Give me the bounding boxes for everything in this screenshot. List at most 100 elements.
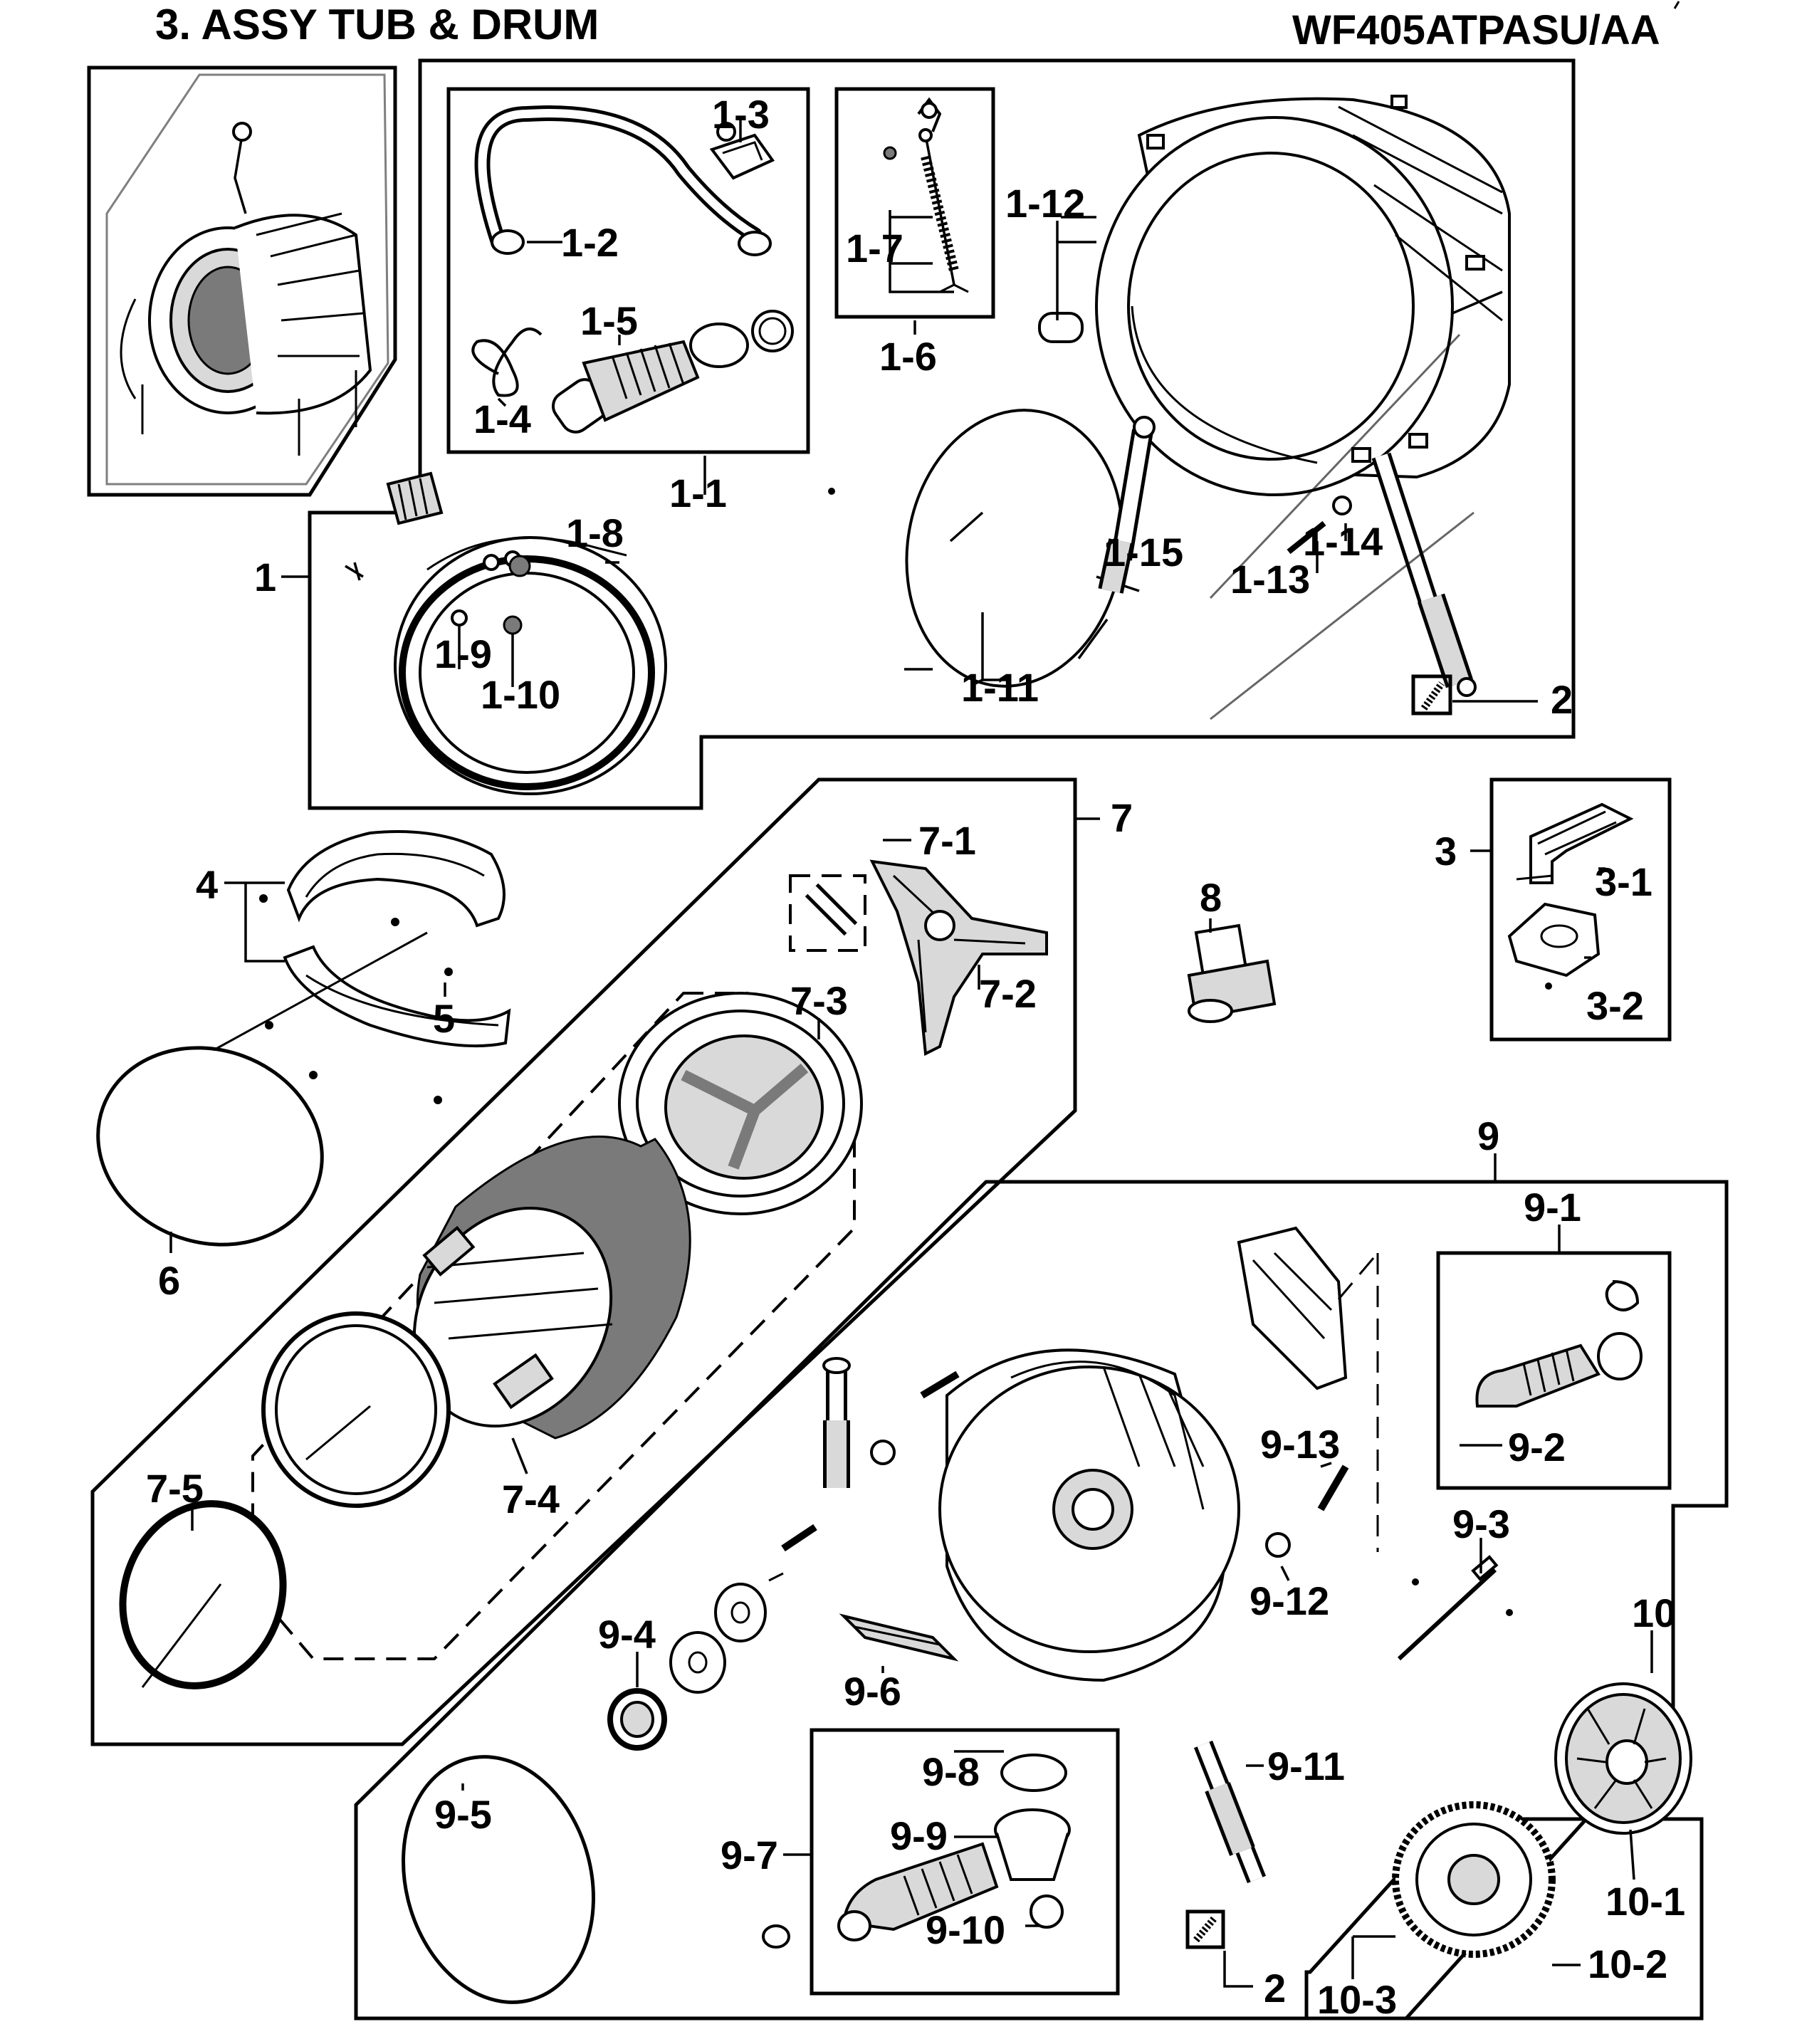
tub-back-gasket-1-11 [828,409,1124,688]
water-level-sensor-8 [1187,923,1277,1023]
heater-3-1 [1516,802,1634,884]
label-1-15: 1-15 [1104,530,1183,575]
label-7-1: 7-1 [918,818,976,863]
bolt-small-1 [345,562,364,581]
balancer-bottom-4 [283,945,511,1048]
damper-9-left [822,1357,851,1488]
label-9-12: 9-12 [1250,1578,1329,1623]
filter-housing-9-9 [994,1808,1071,1881]
washer-1-14 [1332,496,1352,515]
screw-1-9 [451,609,468,627]
heater-cover-3-2 [1507,902,1601,990]
stator-10-2 [1392,1801,1556,1958]
washer-9-12 [1265,1532,1291,1558]
label-1-4: 1-4 [473,397,531,441]
label-10-1: 10-1 [1605,1879,1685,1924]
damper-9-11 [1193,1740,1267,1884]
assembled-tub-preview [87,65,397,497]
label-7: 7 [1111,795,1133,840]
label-1-11: 1-11 [961,665,1039,710]
label-1: 1 [254,555,276,599]
label-1-5: 1-5 [580,298,638,343]
connector-1 [386,471,444,525]
label-1-3: 1-3 [712,92,770,137]
label-1-13: 1-13 [1230,557,1310,602]
label-7-5: 7-5 [146,1466,204,1511]
hose-9-1 [1475,1280,1643,1408]
label-9-5: 9-5 [434,1792,492,1837]
label-8: 8 [1200,875,1222,920]
group-1-1-box [446,87,810,454]
label-9-4: 9-4 [598,1612,656,1657]
bolt-1-13 [1287,520,1326,555]
hose-clamp-1-3 [709,122,775,180]
label-9-6: 9-6 [844,1669,901,1714]
ring-7-5 [119,1500,287,1689]
rotor-10-1 [1554,1682,1692,1835]
bracket-9-6 [839,1613,959,1662]
spring-2-top [1411,674,1452,716]
group-9-7-box [810,1728,1120,1996]
gasket-9-5 [402,1755,595,2004]
label-1-12: 1-12 [1005,181,1085,226]
label-1-9: 1-9 [434,631,492,676]
label-1-1: 1-1 [669,471,727,515]
label-7-4: 7-4 [502,1477,560,1521]
bellows-hose-1-5 [551,310,794,434]
bearing-spacers [669,1583,767,1694]
group-9-1-box [1436,1251,1672,1490]
drain-hose-part [474,105,772,256]
tick-mark [1673,1,1680,9]
shaft-box-7-1 [789,874,866,952]
flange-7-2 [869,859,1048,1057]
pump-hose-9-7 [762,1842,999,1949]
label-9-11: 9-11 [1267,1744,1345,1788]
label-5: 5 [433,996,455,1041]
label-9-7: 9-7 [721,1833,778,1877]
label-2-top: 2 [1551,677,1573,722]
clamp-9-10 [1030,1894,1064,1929]
label-10-2: 10-2 [1588,1941,1667,1986]
clip-spring-1-4 [471,327,543,397]
group-7-outline [90,777,1077,1746]
label-4: 4 [196,862,218,907]
guide-lines-1 [1209,333,1474,720]
spring-2-bottom [1185,1909,1225,1949]
label-9-2: 9-2 [1508,1425,1566,1469]
diagram-title: 3. ASSY TUB & DRUM [155,1,599,48]
label-1-7: 1-7 [846,226,903,271]
label-1-14: 1-14 [1303,519,1383,564]
label-2-bottom: 2 [1264,1966,1286,2011]
label-9-1: 9-1 [1524,1185,1581,1230]
label-1-10: 1-10 [481,672,560,717]
label-3-2: 3-2 [1586,983,1644,1028]
label-9-9: 9-9 [890,1813,948,1858]
drum-back-7-3 [618,992,863,1215]
label-1-8: 1-8 [566,510,624,555]
suspension-spring-1-7 [883,97,969,293]
balancer-top-4 [286,830,505,928]
gasket-1-12 [1038,312,1084,343]
label-9-10: 9-10 [926,1907,1005,1952]
tub-front-assy [1095,95,1511,592]
group-1-6-box [834,87,995,319]
label-9-8: 9-8 [922,1749,980,1794]
label-3-1: 3-1 [1595,859,1652,904]
model-number: WF405ATPASU/AA [1292,7,1660,53]
damper-right [1371,452,1477,697]
damper-1-15 [1077,416,1156,660]
gasket-6 [96,1046,324,1247]
tub-cover-top-9 [1237,1226,1348,1390]
label-1-6: 1-6 [879,334,937,379]
label-9: 9 [1477,1113,1499,1158]
rear-tub-9 [938,1348,1240,1682]
part-labels: 1 1-1 1-2 1-3 1-4 1-5 1-6 1-7 1-8 1-9 1-… [146,92,1685,2022]
sensor-9-3 [1397,1555,1513,1661]
label-7-2: 7-2 [979,971,1037,1016]
nut-1-10 [503,615,523,635]
label-10: 10 [1632,1590,1676,1635]
label-1-2: 1-2 [561,220,619,265]
label-7-3: 7-3 [790,978,848,1023]
leader-lines [169,117,1653,1988]
